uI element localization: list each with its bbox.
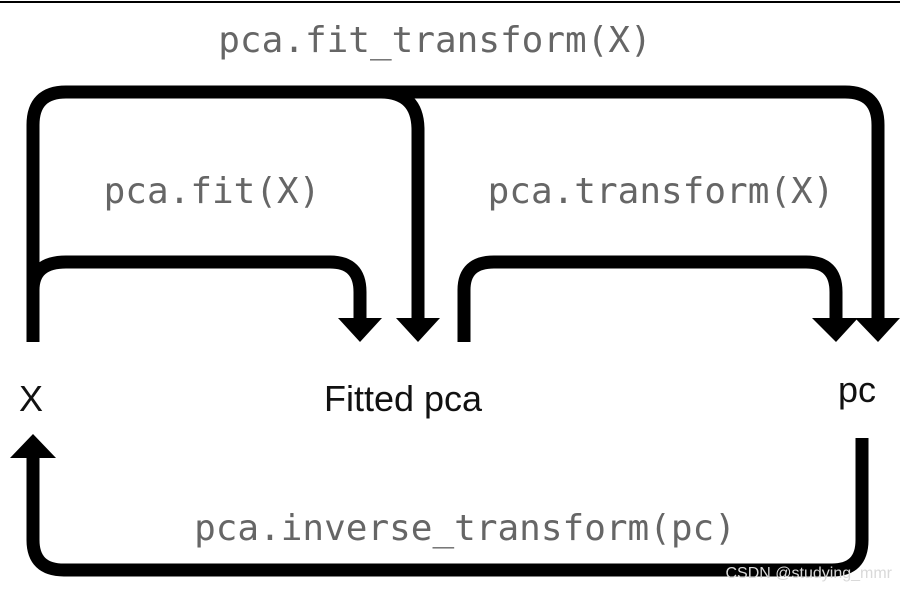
fit-label: pca.fit(X) [104,171,321,212]
node-pc: pc [838,369,876,410]
watermark: CSDN @studying_mmr [726,565,893,582]
node-fitted-pca: Fitted pca [324,378,483,419]
fit-transform-branch-arrowhead [396,318,440,342]
transform-label: pca.transform(X) [488,171,835,212]
fit-transform-arrowhead [855,318,900,342]
inverse-transform-arrow [26,438,869,577]
fit-arrow [26,255,367,318]
inverse-transform-label: pca.inverse_transform(pc) [194,508,736,549]
inverse-transform-arrowhead [10,434,56,458]
fit-transform-label: pca.fit_transform(X) [218,20,651,61]
transform-arrow [457,255,843,342]
node-x: X [19,378,43,419]
fit-arrowhead [338,318,382,342]
fit-transform-arrow [26,85,885,342]
fit-transform-branch-arrow [379,85,425,318]
transform-arrowhead [812,318,858,342]
